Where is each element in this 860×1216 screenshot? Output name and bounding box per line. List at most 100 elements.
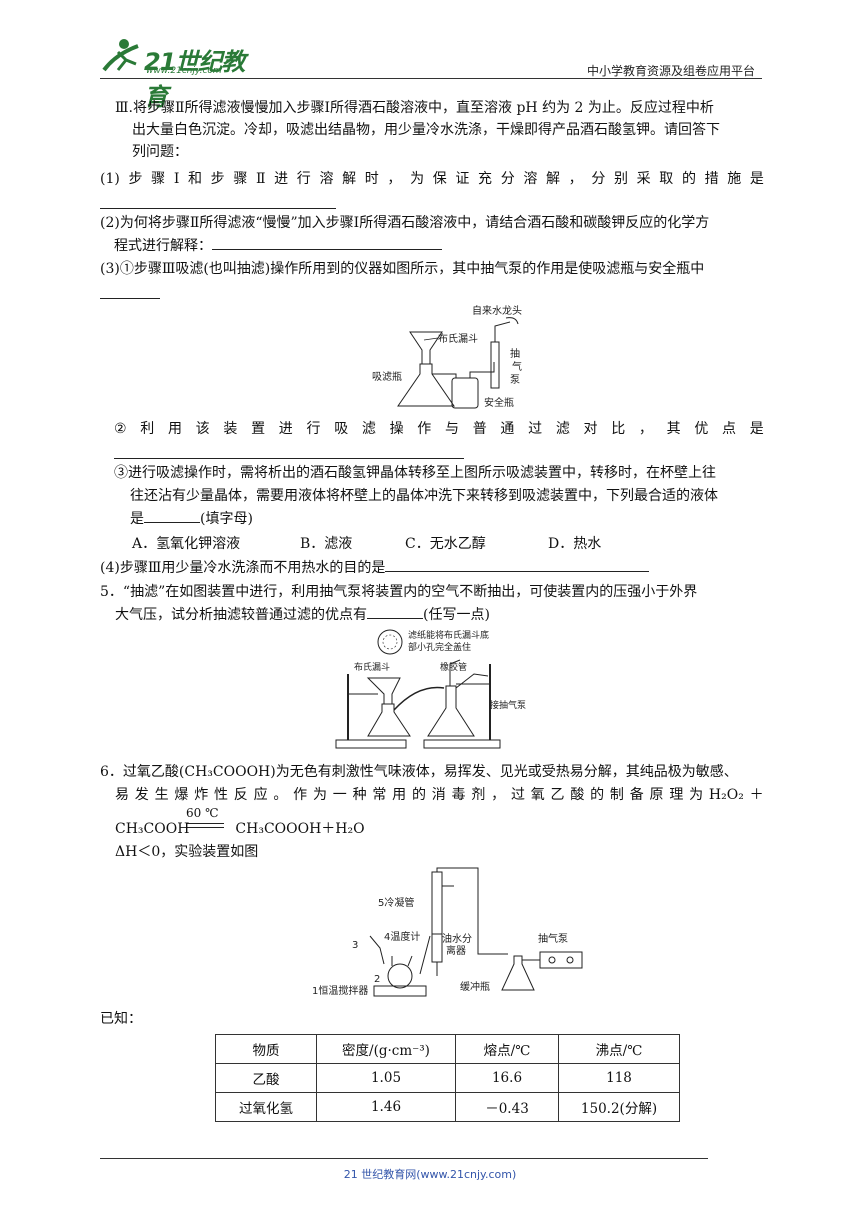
question-3-2-char: 装 (223, 421, 238, 437)
q6-line2-char: 爆 (174, 787, 189, 803)
answer-blank-1[interactable] (100, 194, 336, 209)
question-3-2-char: 置 (251, 421, 266, 437)
platform-name: 中小学教育资源及组卷应用平台 (586, 64, 755, 78)
question-1-char: 骤 (233, 171, 248, 187)
question-3-2-char: 优 (694, 421, 709, 437)
question-1-char: 证 (455, 171, 470, 187)
question-1-char: 解 (342, 171, 357, 187)
table-cell: 1.05 (316, 1063, 456, 1093)
q6-line2-char: 氧 (530, 787, 545, 803)
q6-line2-char: 酸 (570, 787, 585, 803)
question-1-char: Ⅱ (255, 171, 266, 187)
question-1-char: 进 (274, 171, 289, 187)
condenser-label: 5冷凝管 (378, 896, 414, 909)
question-3-2-char: 通 (500, 421, 515, 437)
question-1-char: ， (387, 171, 402, 187)
q5-line2: 大气压，试分析抽滤较普通过滤的优点有(任写一点) (115, 604, 779, 626)
equation-left: CH₃COOH (115, 821, 190, 837)
question-3-2-char: 滤 (361, 421, 376, 437)
q33-label-b: (填字母) (200, 511, 253, 527)
question-1-char: 别 (613, 171, 628, 187)
answer-blank-4[interactable] (385, 557, 650, 572)
q6-line2-char: 制 (609, 787, 624, 803)
question-1-char: 施 (727, 171, 742, 187)
question-3-2-char: 行 (306, 421, 321, 437)
question-3-2-char: 对 (583, 421, 598, 437)
suction-filter-figure: 自来水龙头 布氏漏斗 吸滤瓶 抽 气 泵 安全瓶 (372, 304, 522, 409)
question-3-2-char: ② (114, 421, 127, 437)
tap-label: 自来水龙头 (472, 304, 522, 317)
q6-line2-char: 为 (312, 787, 327, 803)
question-1-char: 和 (188, 171, 202, 187)
answer-blank-3-1[interactable] (100, 284, 160, 299)
question-1-char: 步 (128, 171, 143, 187)
answer-blank-3-2[interactable] (114, 444, 464, 459)
question-3-2-char: 是 (749, 421, 764, 437)
q6-line2-char: 一 (332, 787, 347, 803)
question-4-label: (4)步骤Ⅲ用少量冷水洗涤而不用热水的目的是 (100, 560, 386, 576)
table-cell: －0.43 (455, 1092, 559, 1122)
filter-flask-label: 吸滤瓶 (372, 370, 402, 383)
answer-blank-2[interactable] (212, 235, 442, 250)
q6-line2-char: 消 (431, 787, 446, 803)
table-header: 物质 (215, 1034, 317, 1064)
step3-line1: Ⅲ.将步骤Ⅱ所得滤液慢慢加入步骤Ⅰ所得酒石酸溶液中，直至溶液 pH 约为 2 为… (115, 100, 714, 116)
pump-label-3: 泵 (510, 374, 520, 386)
step3-line2: 出大量白色沉淀。冷却，吸滤出结晶物，用少量冷水洗涤，干燥即得产品酒石酸氢钾。请回… (132, 122, 720, 138)
q6-line2-char: 剂 (471, 787, 486, 803)
answer-blank-5[interactable] (367, 604, 423, 619)
table-cell: 过氧化氢 (215, 1092, 317, 1122)
question-1-char: 保 (432, 171, 447, 187)
table-header: 熔点/℃ (455, 1034, 559, 1064)
q6-line1: 6．过氧乙酸(CH₃COOOH)为无色有刺激性气味液体，易挥发、见光或受热易分解… (100, 764, 738, 780)
q6-line2-char: 用 (392, 787, 407, 803)
peracetic-acid-apparatus-figure: 5冷凝管 4温度计 油水分 离器 3 2 1恒温搅拌器 缓冲瓶 抽气泵 (312, 867, 583, 997)
table-header: 沸点/℃ (558, 1034, 680, 1064)
q6-line2-char: 性 (213, 787, 228, 803)
footer-text: 21 世纪教育网(www.21cnjy.com) (343, 1168, 517, 1181)
buffer-bottle-label: 缓冲瓶 (460, 980, 490, 993)
question-1-char: 行 (296, 171, 311, 187)
q6-line2-char: ＋ (749, 787, 764, 803)
question-1-char: 步 (210, 171, 225, 187)
q6-line2-char: 生 (154, 787, 169, 803)
q6-line2-char: 种 (352, 787, 367, 803)
table-cell: 乙酸 (215, 1063, 317, 1093)
option-a: A．氢氧化钾溶液 (132, 536, 241, 552)
question-3-2-char: 比 (611, 421, 626, 437)
table-cell: 118 (558, 1063, 680, 1093)
question-2-label: 程式进行解释： (114, 238, 212, 254)
q5-line1: 5．“抽滤”在如图装置中进行，利用抽气泵将装置内的空气不断抽出，可使装置内的压强… (100, 584, 698, 600)
question-1-char: 时 (364, 171, 379, 187)
answer-blank-3-3[interactable] (144, 508, 200, 523)
pump-connect-label: 接抽气泵 (490, 699, 526, 711)
question-1-char: 采 (636, 171, 651, 187)
question-3-2-char: 操 (389, 421, 404, 437)
logo-url: www.21cnjy.com (146, 66, 222, 76)
question-1-char: Ⅰ (173, 171, 180, 187)
vacuum-pump-label: 抽气泵 (538, 932, 568, 945)
q6-line2-char: 常 (372, 787, 387, 803)
pump-label-2: 气 (512, 360, 522, 373)
table-cell: 1.46 (316, 1092, 456, 1122)
question-1-char: 为 (410, 171, 425, 187)
question-1-char: 溶 (319, 171, 334, 187)
filter-note-1: 滤纸能将布氏漏斗底 (408, 629, 489, 641)
question-4: (4)步骤Ⅲ用少量冷水洗涤而不用热水的目的是 (100, 557, 764, 579)
q6-line2-char: ， (491, 787, 506, 803)
question-1-char: 的 (681, 171, 696, 187)
question-1-char: 分 (591, 171, 606, 187)
q6-line2-char: 反 (233, 787, 248, 803)
question-3-2-char: 该 (195, 421, 210, 437)
buchner-funnel-label: 布氏漏斗 (438, 333, 478, 345)
footer-rule (100, 1158, 708, 1159)
question-1-char: 分 (500, 171, 515, 187)
delta-h-line: ΔH＜0，实验装置如图 (115, 844, 259, 860)
suction-apparatus-figure: 滤纸能将布氏漏斗底 部小孔完全盖住 布氏漏斗 橡胶管 接抽气泵 (335, 629, 526, 749)
part-3-label: 3 (352, 940, 358, 951)
table-header: 密度/(g·cm⁻³) (316, 1034, 456, 1064)
q6-line2-char: 作 (293, 787, 308, 803)
table-cell: 16.6 (455, 1063, 559, 1093)
table-row: 过氧化氢 1.46 －0.43 150.2(分解) (215, 1092, 680, 1122)
separator-label-1: 油水分 (442, 932, 472, 945)
